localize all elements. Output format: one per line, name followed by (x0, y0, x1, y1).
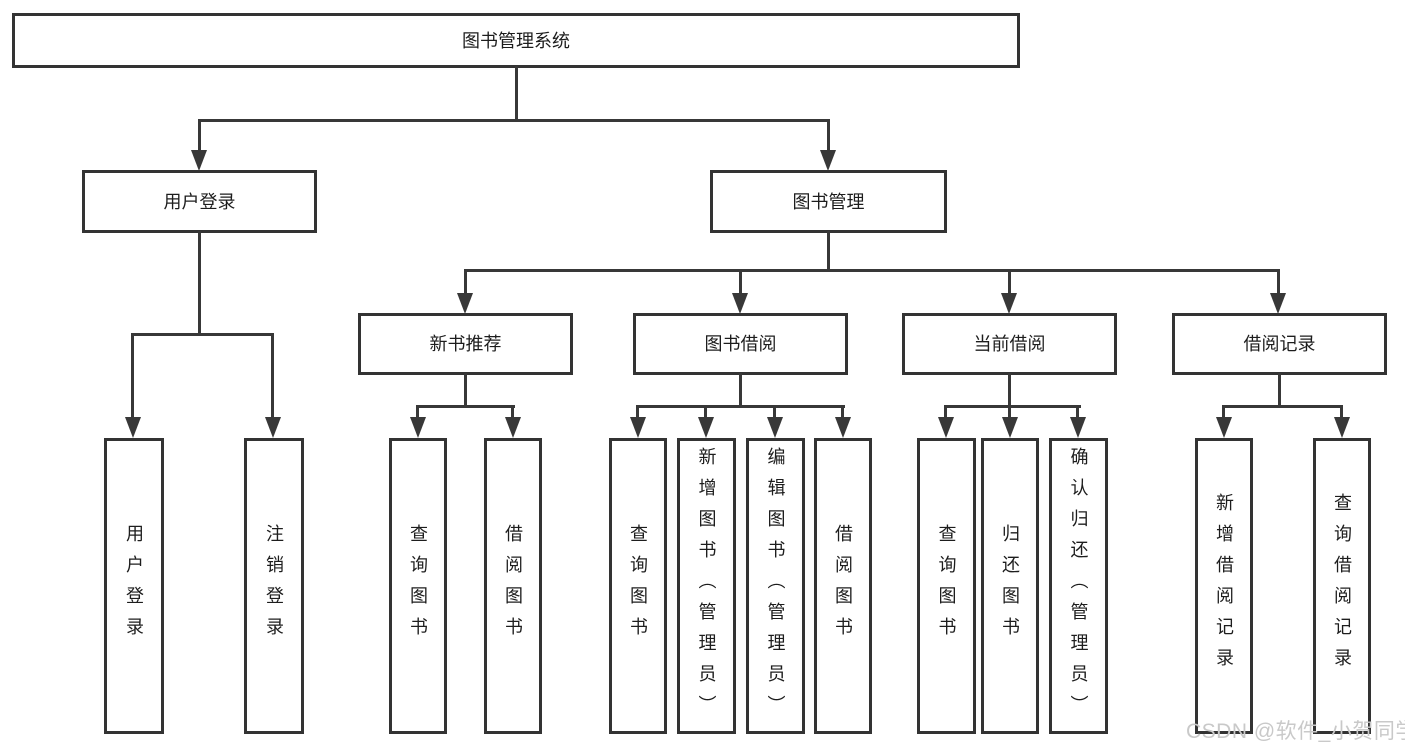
connector-line (198, 231, 201, 335)
arrow-down-icon (938, 417, 954, 438)
connector-line (636, 405, 845, 408)
connector-line (131, 333, 274, 336)
node-root: 图书管理系统 (12, 13, 1020, 68)
connector-line (1340, 405, 1343, 419)
node-user-login: 用户登录 (82, 170, 317, 233)
connector-line (1222, 405, 1225, 419)
connector-line (739, 373, 742, 408)
leaf-borrow-book-recommend-label: 借阅图书 (503, 524, 523, 648)
leaf-add-borrow-record: 新增借阅记录 (1195, 438, 1253, 734)
arrow-down-icon (732, 293, 748, 314)
connector-line (827, 119, 830, 152)
connector-line (773, 405, 776, 419)
connector-line (1008, 373, 1011, 408)
leaf-query-book-current-label: 查询图书 (936, 524, 957, 648)
connector-line (1076, 405, 1079, 419)
arrow-down-icon (698, 417, 714, 438)
arrow-down-icon (1002, 417, 1018, 438)
node-book-borrow: 图书借阅 (633, 313, 848, 375)
arrow-down-icon (457, 293, 473, 314)
connector-line (841, 405, 844, 419)
leaf-query-borrow-record: 查询借阅记录 (1313, 438, 1371, 734)
connector-line (1277, 269, 1280, 295)
node-new-book-recommend: 新书推荐 (358, 313, 573, 375)
node-current-borrow-label: 当前借阅 (973, 334, 1046, 354)
node-borrow-records: 借阅记录 (1172, 313, 1387, 375)
arrow-down-icon (1001, 293, 1017, 314)
leaf-logout-label: 注销登录 (264, 524, 284, 648)
connector-line (515, 66, 518, 121)
node-book-borrow-label: 图书借阅 (704, 334, 777, 354)
connector-line (1278, 373, 1281, 408)
connector-line (198, 119, 830, 122)
leaf-confirm-return-admin-label: 确认归还（管理员） (1068, 446, 1089, 726)
leaf-query-book-recommend: 查询图书 (389, 438, 447, 734)
arrow-down-icon (1216, 417, 1232, 438)
connector-line (416, 405, 419, 419)
arrow-down-icon (820, 150, 836, 171)
leaf-edit-book-admin-label: 编辑图书（管理员） (765, 446, 786, 726)
csdn-watermark: CSDN @软件_小贺同学 (1186, 720, 1405, 743)
leaf-query-book-borrow: 查询图书 (609, 438, 667, 734)
node-borrow-records-label: 借阅记录 (1243, 334, 1316, 354)
leaf-query-book-current: 查询图书 (917, 438, 976, 734)
leaf-return-book-label: 归还图书 (1000, 524, 1020, 648)
leaf-borrow-book-label: 借阅图书 (833, 524, 853, 648)
connector-line (1008, 405, 1011, 419)
connector-line (1008, 269, 1011, 295)
arrow-down-icon (835, 417, 851, 438)
arrow-down-icon (1070, 417, 1086, 438)
connector-line (944, 405, 947, 419)
leaf-user-login-label: 用户登录 (124, 524, 144, 648)
leaf-query-borrow-record-label: 查询借阅记录 (1332, 493, 1352, 679)
connector-line (131, 333, 134, 419)
leaf-edit-book-admin: 编辑图书（管理员） (746, 438, 805, 734)
leaf-return-book: 归还图书 (981, 438, 1039, 734)
node-current-borrow: 当前借阅 (902, 313, 1117, 375)
connector-line (739, 269, 742, 295)
arrow-down-icon (505, 417, 521, 438)
arrow-down-icon (767, 417, 783, 438)
node-new-book-recommend-label: 新书推荐 (429, 334, 502, 354)
connector-line (416, 405, 515, 408)
leaf-query-book-borrow-label: 查询图书 (628, 524, 648, 648)
leaf-add-borrow-record-label: 新增借阅记录 (1214, 493, 1234, 679)
arrow-down-icon (630, 417, 646, 438)
node-book-management-label: 图书管理 (792, 191, 865, 212)
arrow-down-icon (265, 417, 281, 438)
connector-line (511, 405, 514, 419)
arrow-down-icon (410, 417, 426, 438)
node-book-management: 图书管理 (710, 170, 947, 233)
connector-line (464, 373, 467, 408)
connector-line (704, 405, 707, 419)
arrow-down-icon (125, 417, 141, 438)
leaf-add-book-admin-label: 新增图书（管理员） (696, 446, 717, 726)
leaf-query-book-recommend-label: 查询图书 (408, 524, 428, 648)
arrow-down-icon (1334, 417, 1350, 438)
leaf-borrow-book-recommend: 借阅图书 (484, 438, 542, 734)
leaf-logout: 注销登录 (244, 438, 304, 734)
connector-line (271, 333, 274, 419)
leaf-add-book-admin: 新增图书（管理员） (677, 438, 736, 734)
connector-line (827, 231, 830, 272)
connector-line (464, 269, 467, 295)
leaf-confirm-return-admin: 确认归还（管理员） (1049, 438, 1108, 734)
leaf-borrow-book: 借阅图书 (814, 438, 872, 734)
connector-line (944, 405, 1081, 408)
arrow-down-icon (191, 150, 207, 171)
connector-line (198, 119, 201, 152)
leaf-user-login: 用户登录 (104, 438, 164, 734)
connector-line (636, 405, 639, 419)
node-root-label: 图书管理系统 (462, 30, 570, 51)
arrow-down-icon (1270, 293, 1286, 314)
connector-line (1222, 405, 1343, 408)
connector-line (464, 269, 1280, 272)
node-user-login-label: 用户登录 (163, 191, 236, 212)
